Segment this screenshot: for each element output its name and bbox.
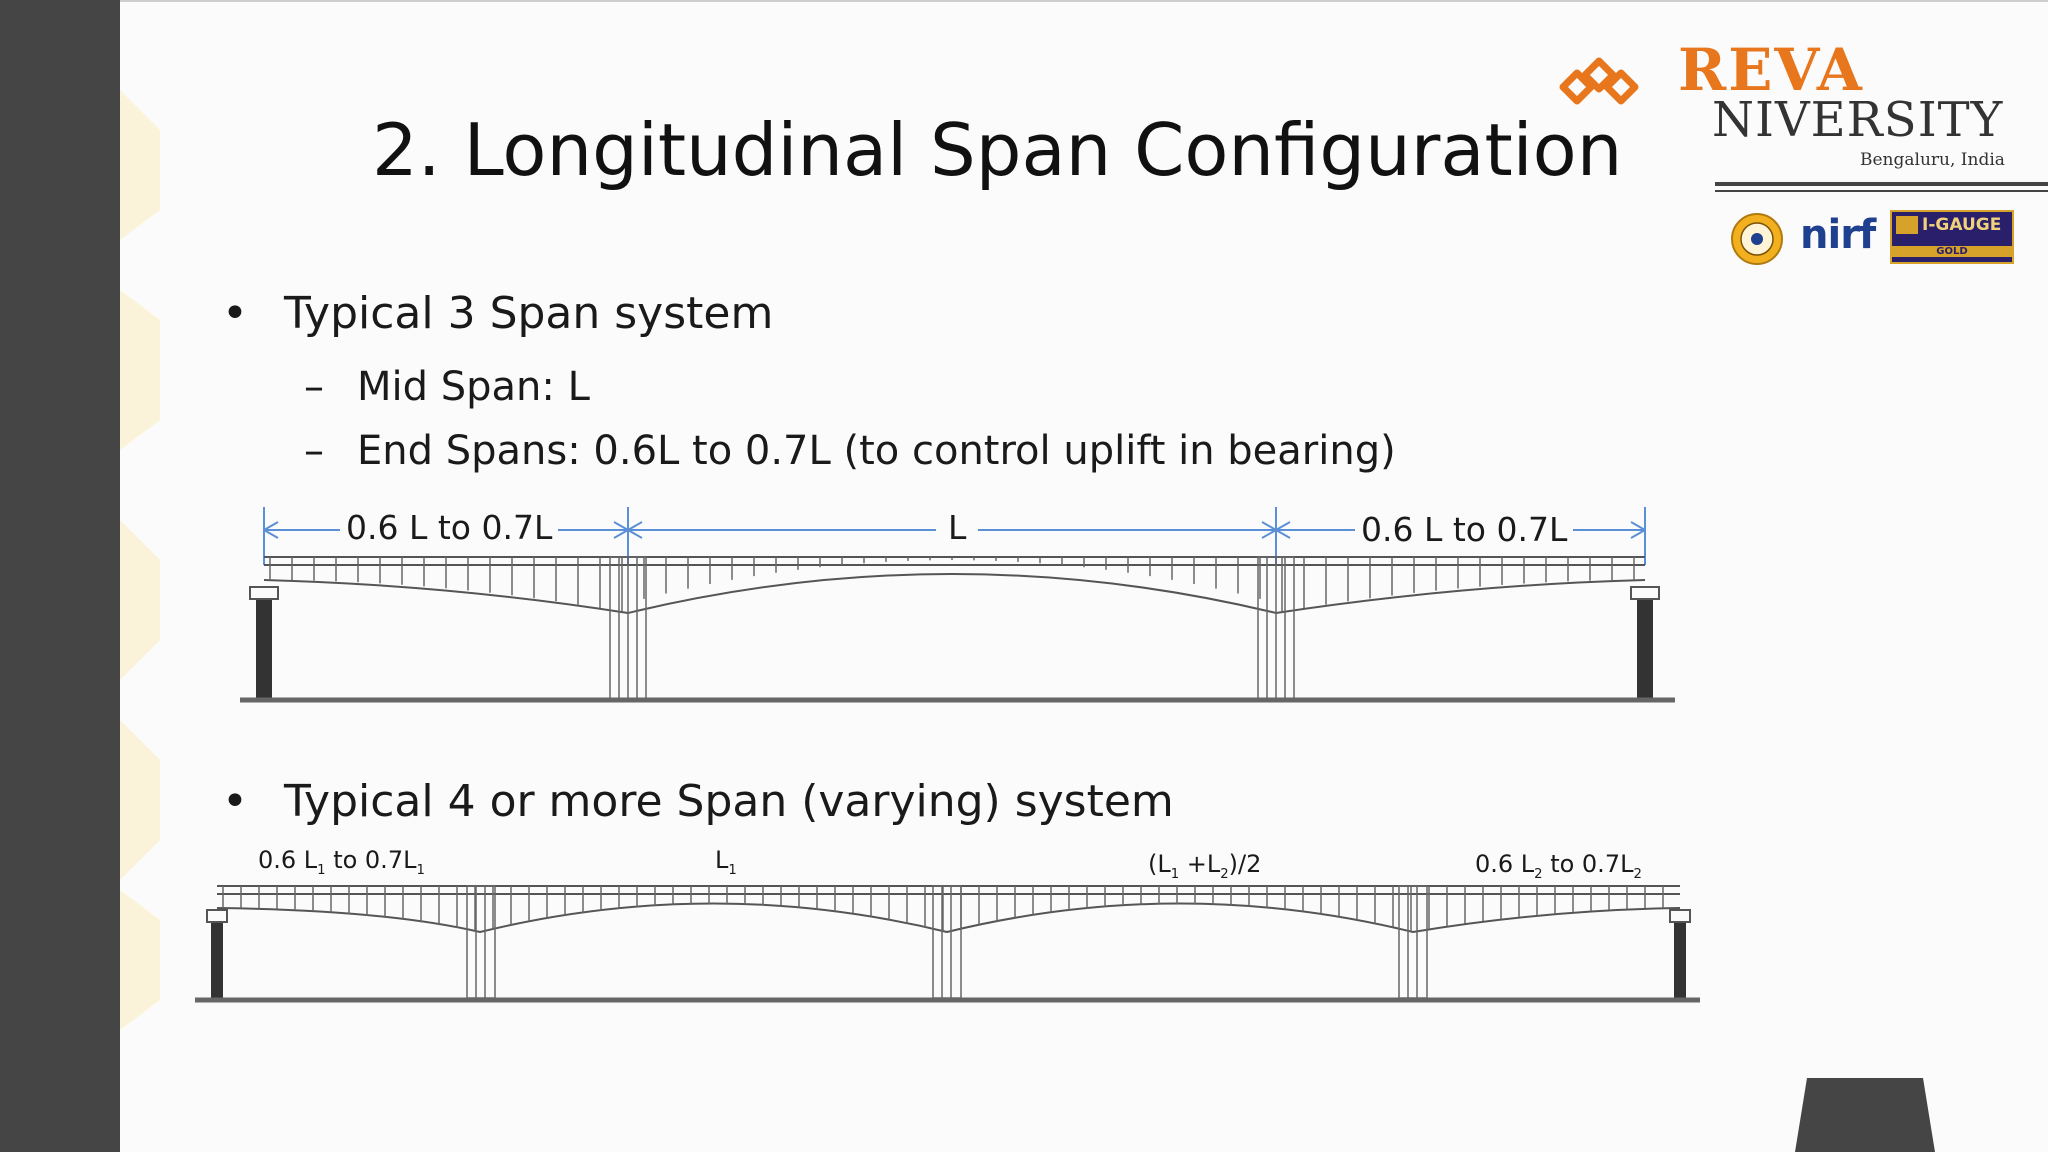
sub-bullet-dash: – xyxy=(304,428,324,474)
piers xyxy=(609,556,1295,700)
span-label-1: 0.6 L1 to 0.7L1 xyxy=(258,846,425,878)
logo-name-line2: NIVERSITY xyxy=(1712,92,2004,148)
bridge-girder xyxy=(216,885,1681,934)
logo-divider xyxy=(1715,182,2048,186)
bullet-3-span: Typical 3 Span system xyxy=(284,288,774,339)
igauge-label: I-GAUGE xyxy=(1922,215,2002,235)
three-span-bridge-diagram xyxy=(240,507,1675,703)
aicte-seal-icon xyxy=(1730,212,1784,266)
logo-name-line1: REVA xyxy=(1678,36,1864,104)
corner-decoration xyxy=(1795,1078,1935,1152)
slide-title: 2. Longitudinal Span Configuration xyxy=(372,108,1623,192)
sub-bullet-end-spans: End Spans: 0.6L to 0.7L (to control upli… xyxy=(357,428,1396,474)
bullet-dot: • xyxy=(222,288,248,339)
dimension-label-mid-span: L xyxy=(936,508,979,547)
bullet-4-span: Typical 4 or more Span (varying) system xyxy=(284,776,1174,827)
four-span-bridge-diagram xyxy=(195,885,1700,1003)
bullet-dot: • xyxy=(222,776,248,827)
sub-bullet-dash: – xyxy=(304,364,324,410)
top-border xyxy=(0,0,2048,2)
dimension-label-right-span: 0.6 L to 0.7L xyxy=(1355,510,1574,549)
sub-bullet-mid-span: Mid Span: L xyxy=(357,364,590,410)
reva-logo-icon xyxy=(1555,45,1645,105)
bridge-girder xyxy=(263,556,1646,615)
piers xyxy=(466,885,1428,999)
nirf-badge: nirf xyxy=(1800,212,1876,258)
logo-location: Bengaluru, India xyxy=(1860,150,2005,170)
logo-divider-thin xyxy=(1715,190,2048,192)
span-label-2: L1 xyxy=(715,846,737,878)
decorative-edge-pattern xyxy=(120,90,160,1030)
sidebar-strip xyxy=(0,0,120,1152)
girder-stiffeners xyxy=(222,886,1664,932)
abutments xyxy=(206,909,1691,998)
girder-stiffeners xyxy=(269,557,1635,612)
igauge-badge: I-GAUGE GOLD xyxy=(1890,210,2014,264)
abutments xyxy=(249,586,1660,699)
span-label-4: 0.6 L2 to 0.7L2 xyxy=(1475,850,1642,882)
qs-mark-icon xyxy=(1896,216,1918,234)
span-label-3: (L1 +L2)/2 xyxy=(1148,850,1262,882)
igauge-rating: GOLD xyxy=(1892,246,2012,257)
dimension-label-left-span: 0.6 L to 0.7L xyxy=(340,508,559,547)
